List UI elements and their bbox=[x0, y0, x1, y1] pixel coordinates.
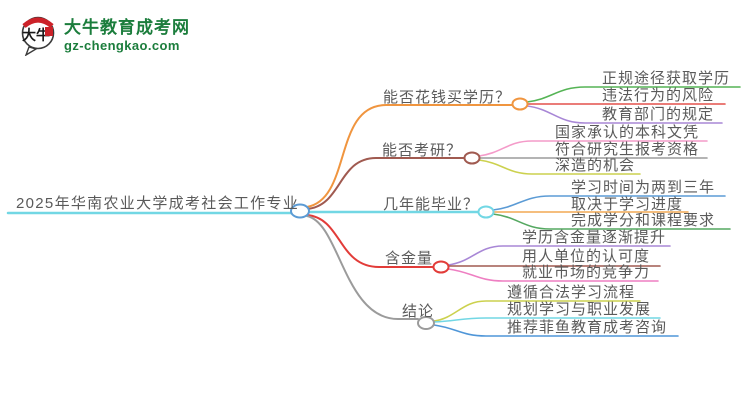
branch3-label[interactable]: 几年能毕业？ bbox=[383, 196, 480, 213]
branch1-child1-label[interactable]: 正规途径获取学历 bbox=[602, 70, 731, 87]
branch1-connector bbox=[306, 104, 514, 208]
branch5-child2-connector bbox=[433, 317, 661, 323]
branch2-child3-label[interactable]: 深造的机会 bbox=[555, 157, 636, 174]
branch4-child1-label[interactable]: 学历含金量逐渐提升 bbox=[522, 229, 667, 246]
branch5-child2-label[interactable]: 规划学习与职业发展 bbox=[507, 301, 652, 318]
branch2-child3-connector bbox=[478, 159, 641, 175]
branch2-child1-connector bbox=[478, 140, 708, 157]
branch3-child2-label[interactable]: 取决于学习进度 bbox=[571, 196, 684, 213]
brand-title: 大牛教育成考网 bbox=[64, 17, 190, 37]
branch4-child2-label[interactable]: 用人单位的认可度 bbox=[522, 248, 651, 265]
daniu-logo-icon: 大牛 bbox=[21, 16, 55, 56]
branch1-child2-label[interactable]: 违法行为的风险 bbox=[602, 87, 715, 104]
branch2-connector bbox=[306, 157, 466, 210]
branch2-child2-label[interactable]: 符合研究生报考资格 bbox=[555, 141, 700, 158]
branch5-child3-connector bbox=[433, 324, 679, 337]
branch5-child1-label[interactable]: 遵循合法学习流程 bbox=[507, 284, 636, 301]
branch3-node-toggle[interactable] bbox=[477, 205, 495, 219]
brand-domain: gz-chengkao.com bbox=[64, 37, 180, 53]
branch5-child3-label[interactable]: 推荐菲鱼教育成考咨询 bbox=[507, 319, 668, 336]
branch4-child3-connector bbox=[447, 268, 659, 282]
root-node-label[interactable]: 2025年华南农业大学成考社会工作专业 bbox=[16, 195, 300, 212]
branch4-label[interactable]: 含金量 bbox=[385, 250, 434, 267]
branch3-child1-label[interactable]: 学习时间为两到三年 bbox=[571, 179, 716, 196]
branch3-child1-connector bbox=[492, 195, 726, 211]
branch1-child3-label[interactable]: 教育部门的规定 bbox=[602, 106, 715, 123]
branch2-node-toggle[interactable] bbox=[463, 151, 481, 165]
branch1-child3-connector bbox=[526, 105, 723, 124]
branch1-label[interactable]: 能否花钱买学历？ bbox=[383, 89, 512, 106]
branch5-node-toggle[interactable] bbox=[417, 316, 435, 330]
branch4-node-toggle[interactable] bbox=[432, 260, 450, 274]
branch3-child3-connector bbox=[492, 213, 731, 230]
branch5-label[interactable]: 结论 bbox=[402, 303, 435, 320]
branch5-connector bbox=[306, 215, 419, 320]
logo-icon-text: 大牛 bbox=[22, 27, 50, 43]
branch4-child1-connector bbox=[447, 245, 671, 266]
site-logo[interactable]: 大牛 大牛教育成考网 gz-chengkao.com bbox=[18, 14, 190, 56]
root-node-toggle[interactable] bbox=[290, 203, 310, 219]
branch1-node-toggle[interactable] bbox=[511, 97, 529, 111]
branch4-child3-label[interactable]: 就业市场的竞争力 bbox=[522, 264, 651, 281]
branch2-label[interactable]: 能否考研？ bbox=[382, 142, 463, 159]
branch2-child1-label[interactable]: 国家承认的本科文凭 bbox=[555, 124, 700, 141]
branch1-child1-connector bbox=[526, 86, 741, 103]
branch3-child3-label[interactable]: 完成学分和课程要求 bbox=[571, 212, 716, 229]
branch4-connector bbox=[306, 214, 435, 268]
branch5-child1-connector bbox=[433, 300, 641, 322]
